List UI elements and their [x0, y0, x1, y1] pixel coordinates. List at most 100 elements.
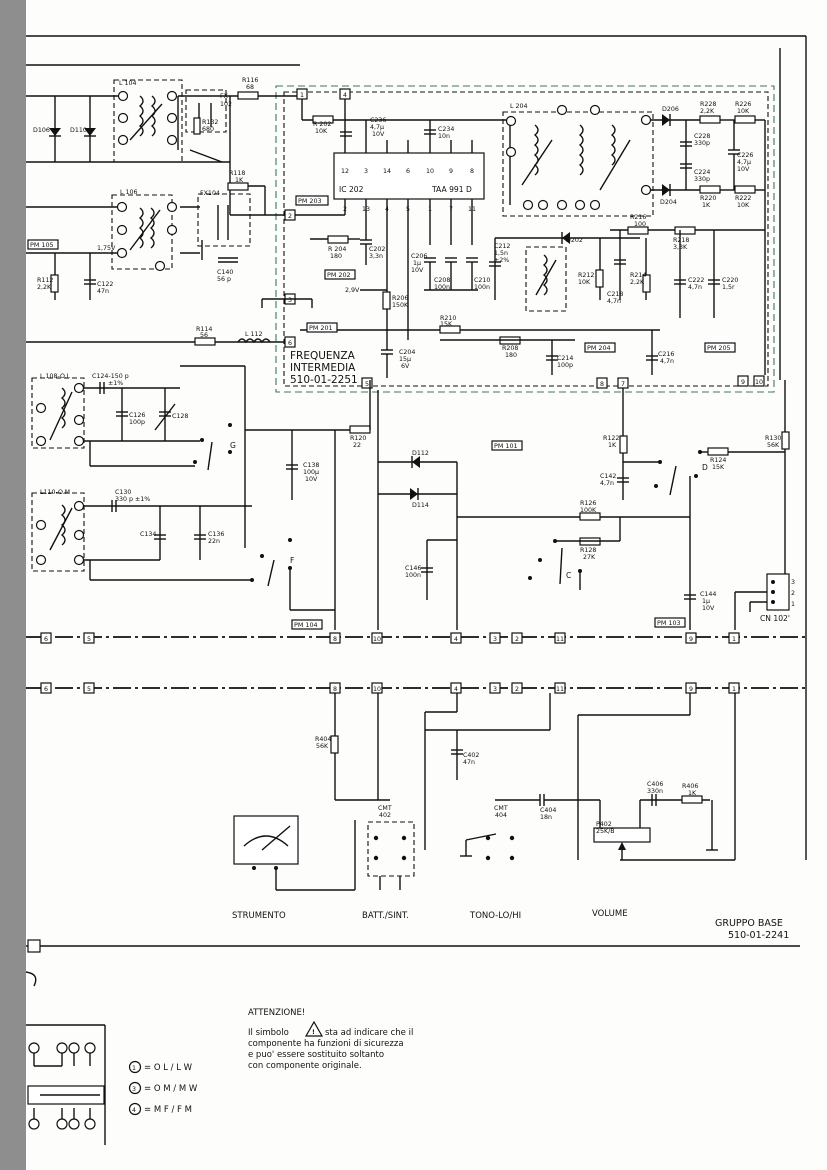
svg-text:2,2K: 2,2K	[700, 108, 715, 115]
svg-text:C214: C214	[557, 355, 573, 362]
if-module-boundary	[275, 85, 775, 393]
svg-text:C402: C402	[463, 752, 479, 759]
svg-text:4,7μ: 4,7μ	[737, 159, 751, 166]
svg-text:4,7n: 4,7n	[607, 298, 621, 305]
r124-resistor	[707, 447, 729, 456]
svg-text:R112: R112	[37, 277, 53, 284]
svg-text:3: 3	[364, 168, 368, 175]
svg-text:10: 10	[373, 636, 381, 643]
r210-resistor	[439, 325, 461, 334]
warning-line3: e puo' essere sostituito soltanto	[248, 1050, 384, 1060]
label-tono: TONO-LO/HI	[469, 911, 521, 921]
cmt402-switch	[367, 821, 415, 890]
svg-text:56K: 56K	[767, 442, 780, 449]
svg-text:2: 2	[343, 206, 347, 213]
svg-text:11: 11	[468, 206, 476, 213]
svg-text:C404: C404	[540, 807, 556, 814]
svg-text:5: 5	[87, 636, 91, 643]
svg-text:100μ: 100μ	[303, 469, 319, 476]
svg-text:12: 12	[341, 168, 349, 175]
l104-shield	[113, 79, 183, 163]
svg-text:100p: 100p	[129, 419, 145, 426]
svg-text:180: 180	[505, 352, 517, 359]
switch-f	[250, 538, 335, 611]
svg-text:10V: 10V	[737, 166, 750, 173]
svg-text:10: 10	[426, 168, 434, 175]
pm205-label: PM 205	[707, 344, 731, 352]
l110-shield	[31, 492, 85, 572]
r202-resistor	[312, 115, 334, 124]
svg-text:8: 8	[470, 168, 474, 175]
svg-text:102: 102	[220, 101, 232, 108]
svg-text:4: 4	[454, 686, 458, 693]
svg-text:8: 8	[333, 636, 337, 643]
ic202-body	[333, 152, 485, 200]
switch-label-f: F	[290, 556, 294, 565]
svg-text:R228: R228	[700, 101, 716, 108]
svg-text:D106: D106	[33, 127, 50, 134]
svg-text:680: 680	[202, 126, 214, 133]
svg-text:!: !	[312, 1029, 315, 1036]
ic-capacitors	[340, 129, 478, 291]
l108-shield	[31, 377, 85, 449]
svg-text:3,3K: 3,3K	[673, 244, 688, 251]
svg-text:1: 1	[300, 92, 304, 99]
svg-text:R126: R126	[580, 500, 596, 507]
svg-text:9: 9	[689, 686, 693, 693]
svg-text:L110-O.M: L110-O.M	[40, 489, 70, 496]
svg-text:R404: R404	[315, 736, 331, 743]
pm203-label: PM 203	[298, 197, 322, 205]
r118-resistor	[227, 182, 249, 191]
svg-text:C222: C222	[688, 277, 704, 284]
bus-lines	[26, 636, 806, 689]
svg-text:R114: R114	[196, 326, 212, 333]
svg-text:C206: C206	[411, 253, 427, 260]
fm-detector-section	[457, 380, 790, 630]
svg-text:6: 6	[288, 340, 292, 347]
svg-text:R208: R208	[502, 345, 518, 352]
svg-text:R120: R120	[350, 435, 366, 442]
svg-text:1: 1	[791, 601, 795, 608]
svg-text:C136: C136	[208, 531, 224, 538]
r404-resistor	[330, 735, 339, 754]
svg-text:R128: R128	[580, 547, 596, 554]
svg-text:1: 1	[732, 636, 736, 643]
svg-text:3: 3	[493, 686, 497, 693]
svg-text:C146: C146	[405, 565, 421, 572]
svg-text:R130: R130	[765, 435, 781, 442]
switch-g	[193, 423, 232, 471]
svg-text:C126: C126	[129, 412, 145, 419]
svg-text:D110: D110	[70, 127, 87, 134]
svg-text:C406: C406	[647, 781, 663, 788]
svg-text:10K: 10K	[737, 108, 750, 115]
svg-text:330p: 330p	[694, 176, 710, 183]
svg-text:±2%: ±2%	[494, 257, 509, 264]
svg-text:C218: C218	[607, 291, 623, 298]
warning-line2: componente ha funzioni di sicurezza	[248, 1039, 404, 1049]
svg-text:15μ: 15μ	[399, 356, 411, 363]
svg-text:L 104: L 104	[119, 80, 137, 87]
svg-text:L 108-O.L: L 108-O.L	[40, 373, 71, 380]
r206-resistor	[382, 291, 391, 310]
r126-resistor	[579, 512, 601, 521]
svg-text:R210: R210	[440, 315, 456, 322]
l202-shield	[525, 246, 567, 312]
l108-section	[31, 365, 246, 548]
svg-text:100K: 100K	[580, 507, 597, 514]
svg-text:47n: 47n	[463, 759, 475, 766]
diode-d110-symbol	[84, 128, 96, 136]
svg-text:25K/B: 25K/B	[596, 828, 615, 835]
svg-text:P402: P402	[596, 821, 612, 828]
svg-text:R206: R206	[392, 295, 408, 302]
svg-text:D204: D204	[660, 199, 677, 206]
svg-text:C204: C204	[399, 349, 415, 356]
svg-text:7: 7	[621, 381, 625, 388]
svg-text:1K: 1K	[235, 177, 244, 184]
terminal-circles-l106	[116, 201, 178, 272]
module-subtitle-line2: INTERMEDIA	[290, 362, 356, 374]
l106-section	[26, 193, 251, 300]
svg-text:6: 6	[44, 686, 48, 693]
r112-resistor	[50, 274, 59, 293]
